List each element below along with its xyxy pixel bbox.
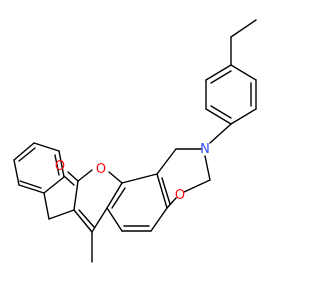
bond-benzyl-ring-5-inner	[54, 154, 60, 176]
atom-o-carbonyl: O	[55, 159, 65, 174]
bond-o-lactone-co	[77, 169, 93, 182]
bond-benzyl-ring-3	[13, 142, 35, 161]
bond-benzyl-ring-1-inner	[19, 180, 42, 189]
bond-carbonyl-1	[67, 171, 79, 182]
bond-benzo-5	[106, 182, 123, 209]
bond-n-ch2-right	[204, 155, 211, 181]
bond-carbonyl-2	[63, 175, 75, 186]
bond-benzyl-ch2	[48, 209, 75, 220]
bond-phenyl-6	[205, 64, 232, 81]
bond-phenyl-4	[205, 108, 232, 125]
bond-co-c3	[73, 180, 79, 211]
bond-benzyl-ring-2	[13, 159, 20, 186]
bond-ch2-ar	[156, 148, 177, 175]
bond-c3-c4-inner	[78, 209, 95, 228]
atom-n-ring: N	[200, 142, 210, 157]
bond-benzyl-ring-5	[58, 150, 65, 178]
atom-label-o-lactone: O	[96, 162, 106, 177]
bond-benzo-5-inner	[111, 187, 126, 209]
chemical-structure-svg: N O O O	[13, 19, 257, 263]
bond-ar-o-lactone	[108, 171, 123, 184]
bond-benzo-1-inner	[161, 177, 171, 205]
bond-o-oxazine-ar	[166, 197, 177, 209]
bond-benzo-6	[121, 173, 158, 184]
bond-benzyl-ring-4	[33, 142, 60, 152]
bond-phenyl-6-inner	[210, 70, 232, 84]
atom-o-oxazine: O	[175, 188, 185, 203]
bond-phenyl-n	[209, 123, 232, 144]
bond-phenyl-1	[230, 64, 257, 81]
molecule-structure-canvas: N O O O	[13, 19, 257, 263]
atom-label-o-carbonyl: O	[55, 159, 65, 174]
atom-label-n: N	[200, 142, 210, 157]
bond-ethyl-ch3	[230, 19, 257, 38]
bond-benzyl-ipso	[43, 192, 50, 220]
bond-benzo-2	[150, 207, 168, 232]
bond-benzo-4	[106, 207, 123, 232]
bond-phenyl-4-inner	[210, 105, 232, 119]
bond-c4-c4a	[91, 207, 108, 233]
bond-benzyl-ring-1	[18, 184, 45, 194]
atom-o-lactone: O	[96, 162, 106, 177]
bond-benzo-1	[156, 173, 168, 209]
bond-benzyl-ring-3-inner	[18, 147, 36, 162]
bond-phenyl-3	[230, 108, 257, 125]
atom-label-o-oxazine: O	[175, 188, 185, 203]
bond-c3-c4	[73, 209, 93, 233]
bond-benzyl-ring-6	[43, 176, 65, 194]
bond-ch2-o-oxazine	[183, 179, 211, 193]
